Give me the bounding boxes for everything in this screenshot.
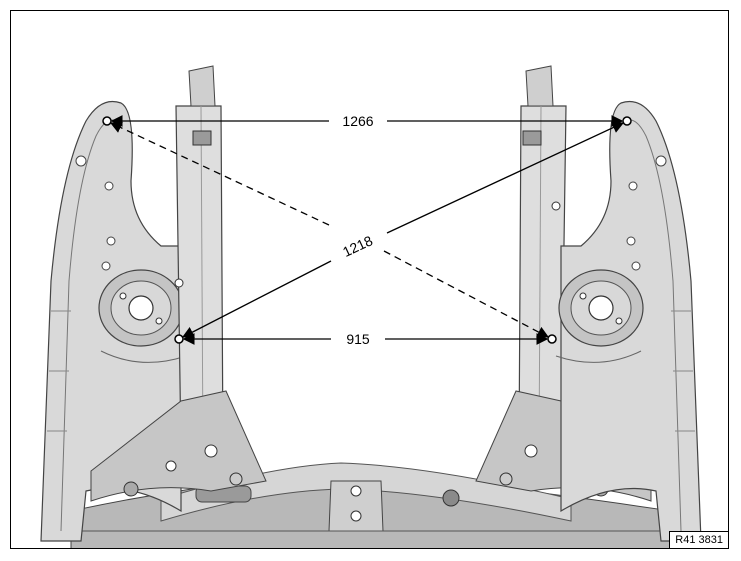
measuring-point-front-left [102, 116, 112, 126]
dimension-label-915: 915 [346, 331, 370, 347]
figure-reference-code: R41 3831 [669, 531, 728, 548]
dimension-line-diagonal-solid-a [181, 260, 332, 338]
dimension-line-diagonal-dashed-b [383, 250, 550, 338]
rear-crossmember [70, 462, 672, 548]
dimension-label-1266: 1266 [342, 113, 373, 129]
measuring-point-rear-left [174, 334, 184, 344]
dimension-lines [109, 115, 625, 345]
measuring-point-rear-right [547, 334, 557, 344]
measuring-point-front-right [622, 116, 632, 126]
left-longitudinal-member [90, 65, 267, 502]
dimension-label-1218: 1218 [340, 232, 375, 260]
measuring-points [102, 116, 632, 344]
diagram-frame: 1266 1218 915 R41 3831 [10, 10, 729, 549]
dimension-line-diagonal-dashed-a [109, 122, 330, 226]
right-strut-tower [555, 100, 702, 542]
dimension-labels: 1266 1218 915 [340, 113, 375, 347]
dimension-line-diagonal-solid-b [386, 122, 625, 234]
body-frame-diagram: 1266 1218 915 [40, 65, 702, 548]
